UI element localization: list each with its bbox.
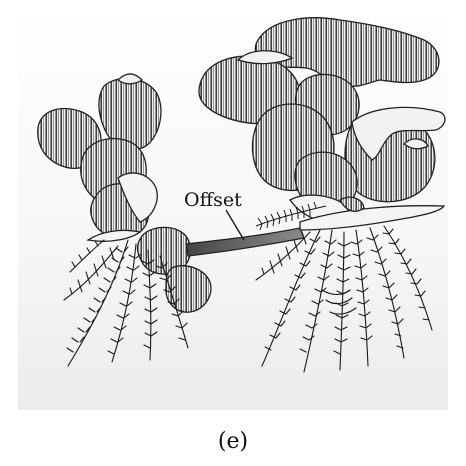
left-plant-leaves	[37, 73, 162, 242]
offset-pointer-line	[225, 209, 245, 241]
right-plant-leaves	[198, 17, 446, 231]
offset-label: Offset	[184, 189, 242, 211]
figure-caption: (e)	[218, 429, 248, 454]
young-shoot	[255, 201, 327, 231]
right-plant-roots	[255, 225, 433, 373]
left-plant-roots	[63, 239, 189, 367]
